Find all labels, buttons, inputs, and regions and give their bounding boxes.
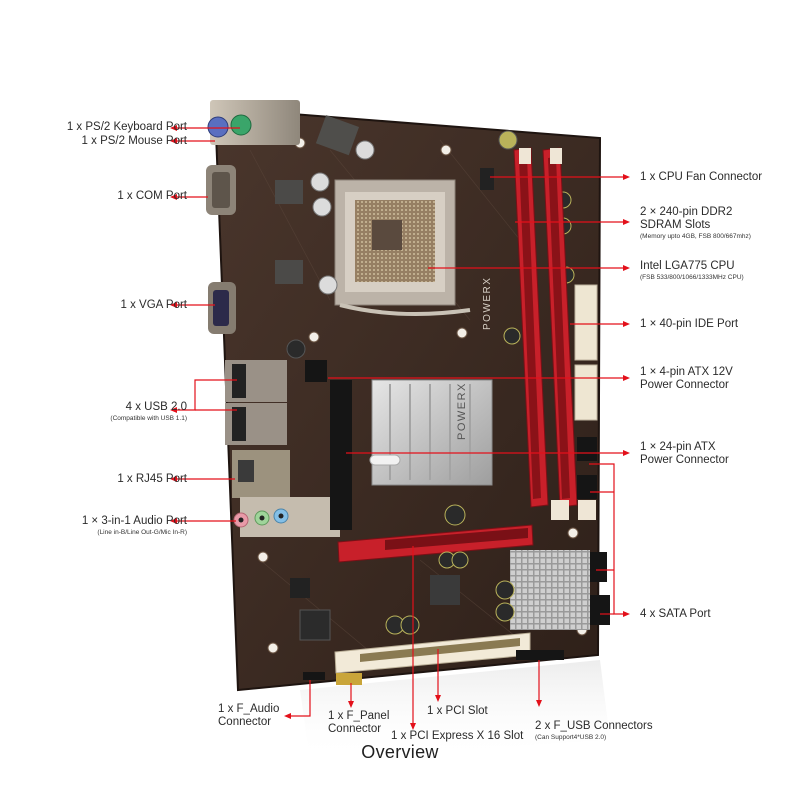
- callout-f-audio: 1 x F_Audio Connector: [218, 703, 279, 729]
- callout-pci-slot: 1 x PCI Slot: [427, 705, 488, 718]
- callout-f-panel: 1 x F_Panel Connector: [328, 710, 389, 736]
- callout-ps2-mouse: 1 x PS/2 Mouse Port: [82, 135, 187, 148]
- callout-audio-port: 1 × 3-in-1 Audio Port (Line in-B/Line Ou…: [82, 515, 187, 537]
- callout-f-usb: 2 x F_USB Connectors (Can Support4*USB 2…: [535, 720, 653, 742]
- callout-lines: [175, 127, 625, 725]
- callout-arrowheads: [170, 125, 630, 730]
- callout-label: 1 x RJ45 Port: [117, 473, 187, 485]
- callout-label: Intel LGA775 CPU: [640, 260, 735, 272]
- ide-port-lower: [574, 364, 598, 421]
- figure-title: Overview: [0, 742, 800, 763]
- atx-24pin-connector: [330, 380, 352, 530]
- callout-label: 1 x COM Port: [117, 190, 187, 202]
- callout-ide-port: 1 × 40-pin IDE Port: [640, 318, 738, 331]
- callout-ps2-keyboard: 1 x PS/2 Keyboard Port: [67, 121, 187, 134]
- northbridge-heatsink: POWERX: [369, 379, 493, 486]
- cpu-fan-header: [480, 168, 494, 190]
- callout-label-line2: Power Connector: [640, 379, 729, 391]
- callout-label: 1 x CPU Fan Connector: [640, 171, 763, 183]
- sata-ports: [577, 437, 610, 625]
- brand-logo-board: POWERX: [482, 277, 493, 330]
- callout-label: 1 x PCI Express X 16 Slot: [391, 730, 524, 742]
- callout-label: 1 × 24-pin ATX: [640, 441, 716, 453]
- callout-usb-ports: 4 x USB 2.0 (Compatible with USB 1.1): [110, 401, 187, 423]
- callout-vga-port: 1 x VGA Port: [121, 299, 187, 312]
- callout-label: 1 x PCI Slot: [427, 705, 488, 717]
- callout-ddr2-slots: 2 × 240-pin DDR2 SDRAM Slots (Memory upt…: [640, 206, 751, 241]
- callout-label: 1 x VGA Port: [120, 299, 187, 311]
- callout-pcie-x16: 1 x PCI Express X 16 Slot: [391, 730, 523, 743]
- callout-label: 1 x PS/2 Mouse Port: [81, 135, 187, 147]
- callout-sublabel: (Compatible with USB 1.1): [110, 415, 187, 422]
- callout-label-line2: SDRAM Slots: [640, 219, 711, 231]
- callout-rj45-port: 1 x RJ45 Port: [117, 473, 187, 486]
- callout-atx-24pin: 1 × 24-pin ATX Power Connector: [640, 441, 729, 467]
- callout-label: 1 x F_Panel: [328, 710, 390, 722]
- callout-label-line2: Power Connector: [640, 454, 729, 466]
- callout-label: 1 x F_Audio: [218, 703, 280, 715]
- callout-label: 2 × 240-pin DDR2: [640, 206, 733, 218]
- callout-label: 4 x USB 2.0: [125, 401, 187, 413]
- callout-atx-12v: 1 × 4-pin ATX 12V Power Connector: [640, 366, 733, 392]
- f-usb-header: [516, 650, 564, 660]
- brand-logo-heatsink: POWERX: [456, 382, 468, 440]
- ide-port: [574, 284, 598, 361]
- callout-label: 1 × 40-pin IDE Port: [640, 318, 739, 330]
- callout-sublabel: (FSB 533/800/1066/1333MHz CPU): [640, 274, 744, 281]
- callout-sublabel: (Memory upto 4GB, FSB 800/667mhz): [640, 233, 751, 240]
- callout-com-port: 1 x COM Port: [117, 190, 187, 203]
- callout-label: 4 x SATA Port: [640, 608, 711, 620]
- rear-io: [206, 100, 340, 537]
- cpu-socket: [334, 179, 471, 316]
- figure-title-text: Overview: [361, 742, 439, 762]
- southbridge-heatsink: [510, 550, 590, 630]
- callout-label: 1 × 4-pin ATX 12V: [640, 366, 733, 378]
- callout-label: 2 x F_USB Connectors: [535, 720, 653, 732]
- pcie-x16-slot: [337, 524, 534, 563]
- callout-label: 1 x PS/2 Keyboard Port: [66, 121, 187, 133]
- callout-cpu-fan: 1 x CPU Fan Connector: [640, 171, 762, 184]
- callout-label-line2: Connector: [328, 723, 382, 735]
- atx-4pin-connector: [305, 360, 327, 382]
- board-reflection: [300, 660, 610, 760]
- callout-cpu: Intel LGA775 CPU (FSB 533/800/1066/1333M…: [640, 260, 744, 282]
- callout-sublabel: (Can Support4*USB 2.0): [535, 734, 607, 741]
- f-audio-header: [303, 672, 325, 680]
- callout-label-line2: Connector: [218, 716, 272, 728]
- callout-sublabel: (Line in-B/Line Out-G/Mic In-R): [97, 529, 187, 536]
- dimm-slots: [513, 147, 596, 520]
- callout-label: 1 × 3-in-1 Audio Port: [81, 515, 187, 527]
- callout-sata-ports: 4 x SATA Port: [640, 608, 711, 621]
- f-panel-header: [336, 673, 362, 685]
- misc-chips: [290, 504, 515, 641]
